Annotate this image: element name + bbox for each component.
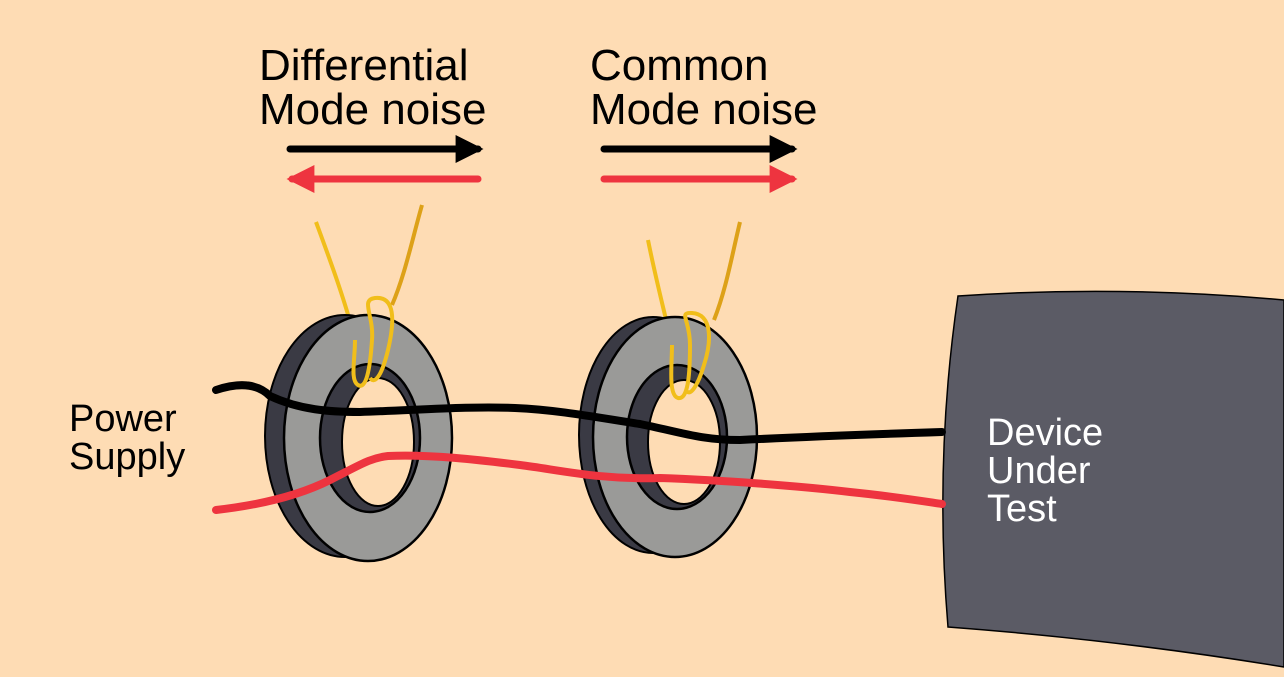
power-supply-label-line1: Power [69,398,177,440]
probe-wire-right-b [712,221,742,321]
differential-mode-label: Differential Mode noise [259,44,486,132]
common-mode-label-line2: Mode noise [590,85,818,134]
black-wire [212,381,946,445]
device-under-test-label-line3: Test [987,488,1057,530]
device-under-test-body [942,290,1284,668]
probe-loop-left [351,295,395,388]
power-supply-label-line2: Supply [69,436,186,478]
probe-loop-right [669,310,711,400]
power-supply-label: Power Supply [69,400,185,476]
left-ferrite-core [264,313,454,563]
red-wire [212,451,946,514]
common-mode-label: Common Mode noise [590,44,817,132]
device-under-test-label-line2: Under [987,450,1091,492]
common-mode-label-line1: Common [590,41,769,90]
differential-mode-label-line2: Mode noise [259,85,487,134]
differential-mode-label-line1: Differential [259,41,469,90]
device-under-test-label-line1: Device [987,412,1104,454]
device-under-test-label: Device Under Test [987,414,1103,528]
right-ferrite-core [578,315,759,559]
probe-wire-left-b [390,204,424,306]
